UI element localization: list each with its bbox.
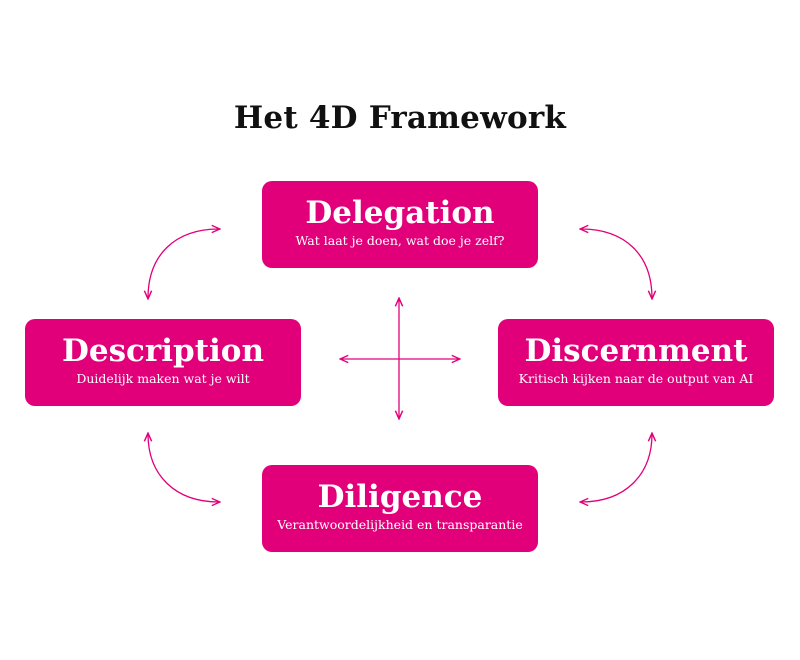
diligence-subtitle: Verantwoordelijkheid en transparantie <box>277 517 523 532</box>
discernment-box: Discernment Kritisch kijken naar de outp… <box>498 319 774 406</box>
arrow-delegation-discernment <box>581 229 652 298</box>
description-subtitle: Duidelijk maken wat je wilt <box>76 371 250 386</box>
arrow-delegation-description <box>148 229 219 298</box>
diligence-title: Diligence <box>317 479 483 515</box>
discernment-title: Discernment <box>524 333 748 369</box>
diagram-title: Het 4D Framework <box>233 100 567 136</box>
arrow-discernment-diligence <box>581 434 652 502</box>
delegation-subtitle: Wat laat je doen, wat doe je zelf? <box>295 233 505 248</box>
delegation-box: Delegation Wat laat je doen, wat doe je … <box>262 181 538 268</box>
discernment-subtitle: Kritisch kijken naar de output van AI <box>518 371 754 386</box>
diligence-box: Diligence Verantwoordelijkheid en transp… <box>262 465 538 552</box>
description-box: Description Duidelijk maken wat je wilt <box>25 319 301 406</box>
arrow-description-diligence <box>148 434 219 502</box>
description-title: Description <box>61 333 265 369</box>
delegation-title: Delegation <box>305 195 495 231</box>
